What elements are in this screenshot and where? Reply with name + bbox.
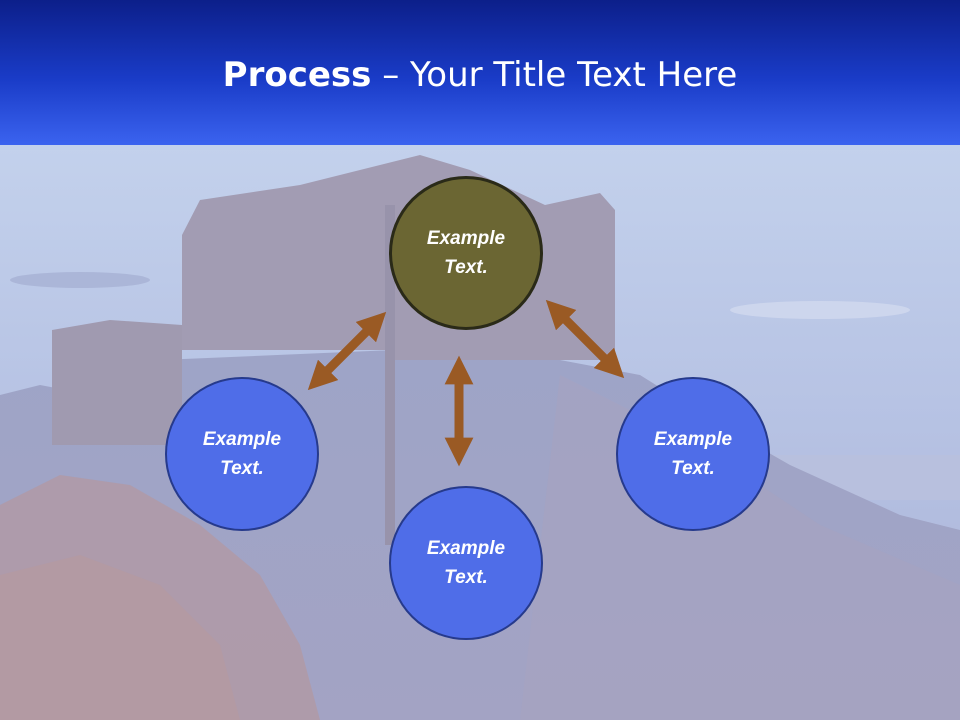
title-rest: Your Title Text Here <box>410 55 738 95</box>
center-node-text: Example Text. <box>426 228 506 278</box>
right-process-circle: Example Text. <box>616 377 770 531</box>
title-bold-part: Process <box>222 55 372 95</box>
title-dash: – <box>371 55 411 95</box>
bottom-process-circle: Example Text. <box>389 486 543 640</box>
left-double-arrow <box>307 311 387 391</box>
left-node-text: Example Text. <box>202 429 282 479</box>
left-process-circle: Example Text. <box>165 377 319 531</box>
center-process-circle: Example Text. <box>389 176 543 330</box>
title-banner <box>0 0 960 145</box>
slide-title: Process – Your Title Text Here <box>0 53 960 97</box>
bottom-node-text: Example Text. <box>426 538 506 588</box>
right-node-text: Example Text. <box>653 429 733 479</box>
right-double-arrow <box>545 299 625 379</box>
